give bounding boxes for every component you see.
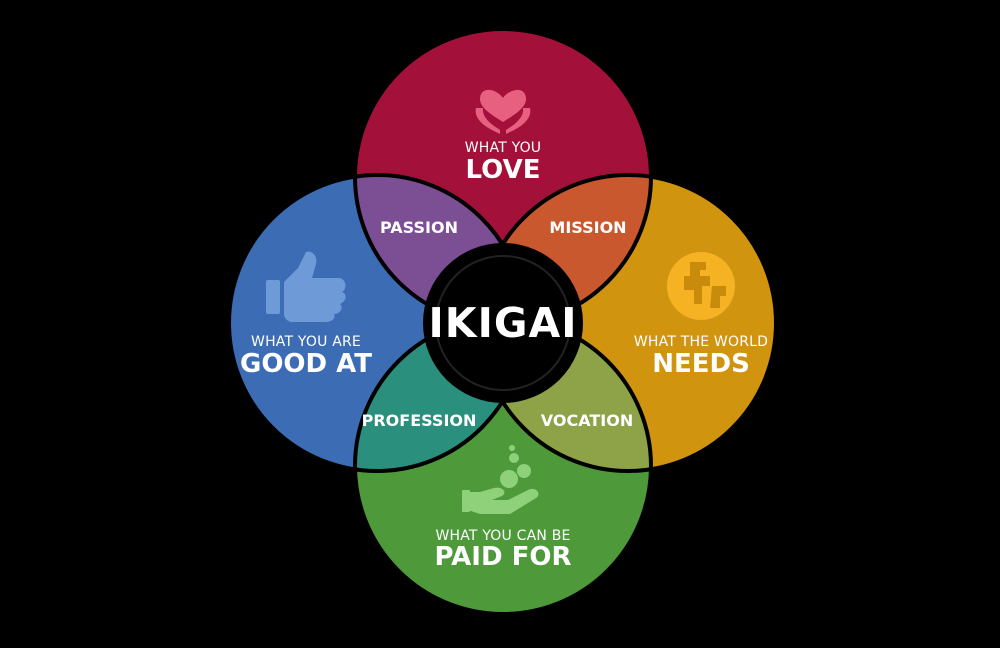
globe-icon <box>667 252 735 320</box>
heart-in-hands-icon <box>475 89 531 134</box>
mission-label: MISSION <box>549 218 627 237</box>
good-big-label: GOOD AT <box>239 349 373 379</box>
good-small-label: WHAT YOU ARE <box>251 334 361 350</box>
ikigai-center <box>423 243 583 403</box>
paid-small-label: WHAT YOU CAN BE <box>435 528 571 544</box>
coins-in-hand-icon <box>462 445 539 514</box>
profession-label: PROFESSION <box>361 411 477 430</box>
ikigai-title: IKIGAI <box>428 299 578 347</box>
paid-big-label: PAID FOR <box>434 542 572 572</box>
vocation-label: VOCATION <box>540 411 634 430</box>
love-small-label: WHAT YOU <box>464 140 542 156</box>
needs-small-label: WHAT THE WORLD <box>633 334 769 350</box>
thumbs-up-icon <box>266 251 346 322</box>
love-big-label: LOVE <box>465 155 541 185</box>
needs-big-label: NEEDS <box>652 349 750 379</box>
passion-label: PASSION <box>380 218 458 237</box>
